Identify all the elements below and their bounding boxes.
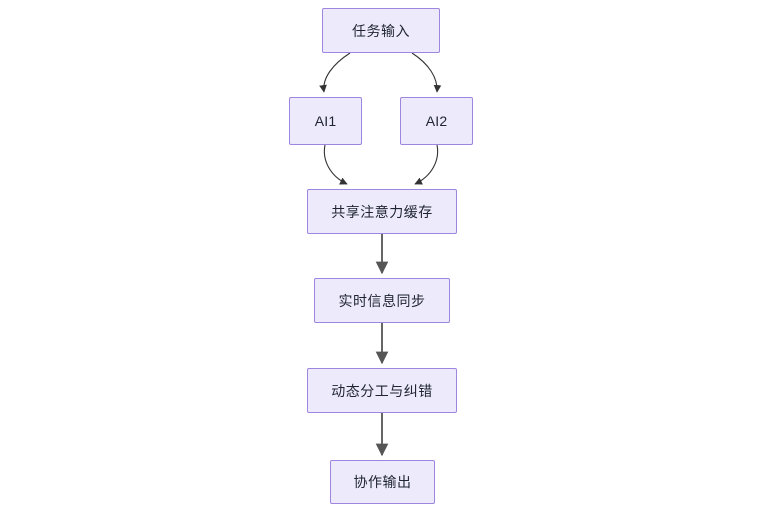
node-ai2[interactable]: AI2 bbox=[400, 97, 473, 145]
node-ai1[interactable]: AI1 bbox=[289, 97, 362, 145]
node-task-input[interactable]: 任务输入 bbox=[322, 8, 440, 53]
node-ai1-label: AI1 bbox=[314, 113, 337, 129]
node-realtime-info-sync[interactable]: 实时信息同步 bbox=[314, 278, 450, 323]
node-dynamic-division-error-correction-label: 动态分工与纠错 bbox=[331, 382, 433, 399]
edge-task-to-ai1 bbox=[319, 52, 351, 93]
edge-ai1-to-cache bbox=[323, 144, 348, 185]
node-task-input-label: 任务输入 bbox=[352, 22, 410, 39]
node-ai2-label: AI2 bbox=[425, 113, 448, 129]
node-collaborative-output[interactable]: 协作输出 bbox=[330, 460, 435, 504]
node-shared-attention-cache-label: 共享注意力缓存 bbox=[331, 203, 433, 220]
edge-ai2-to-cache bbox=[414, 144, 439, 185]
node-dynamic-division-error-correction[interactable]: 动态分工与纠错 bbox=[307, 368, 457, 413]
node-shared-attention-cache[interactable]: 共享注意力缓存 bbox=[307, 189, 457, 234]
node-realtime-info-sync-label: 实时信息同步 bbox=[338, 292, 426, 309]
node-collaborative-output-label: 协作输出 bbox=[353, 474, 412, 490]
edge-task-to-ai2 bbox=[411, 52, 442, 93]
